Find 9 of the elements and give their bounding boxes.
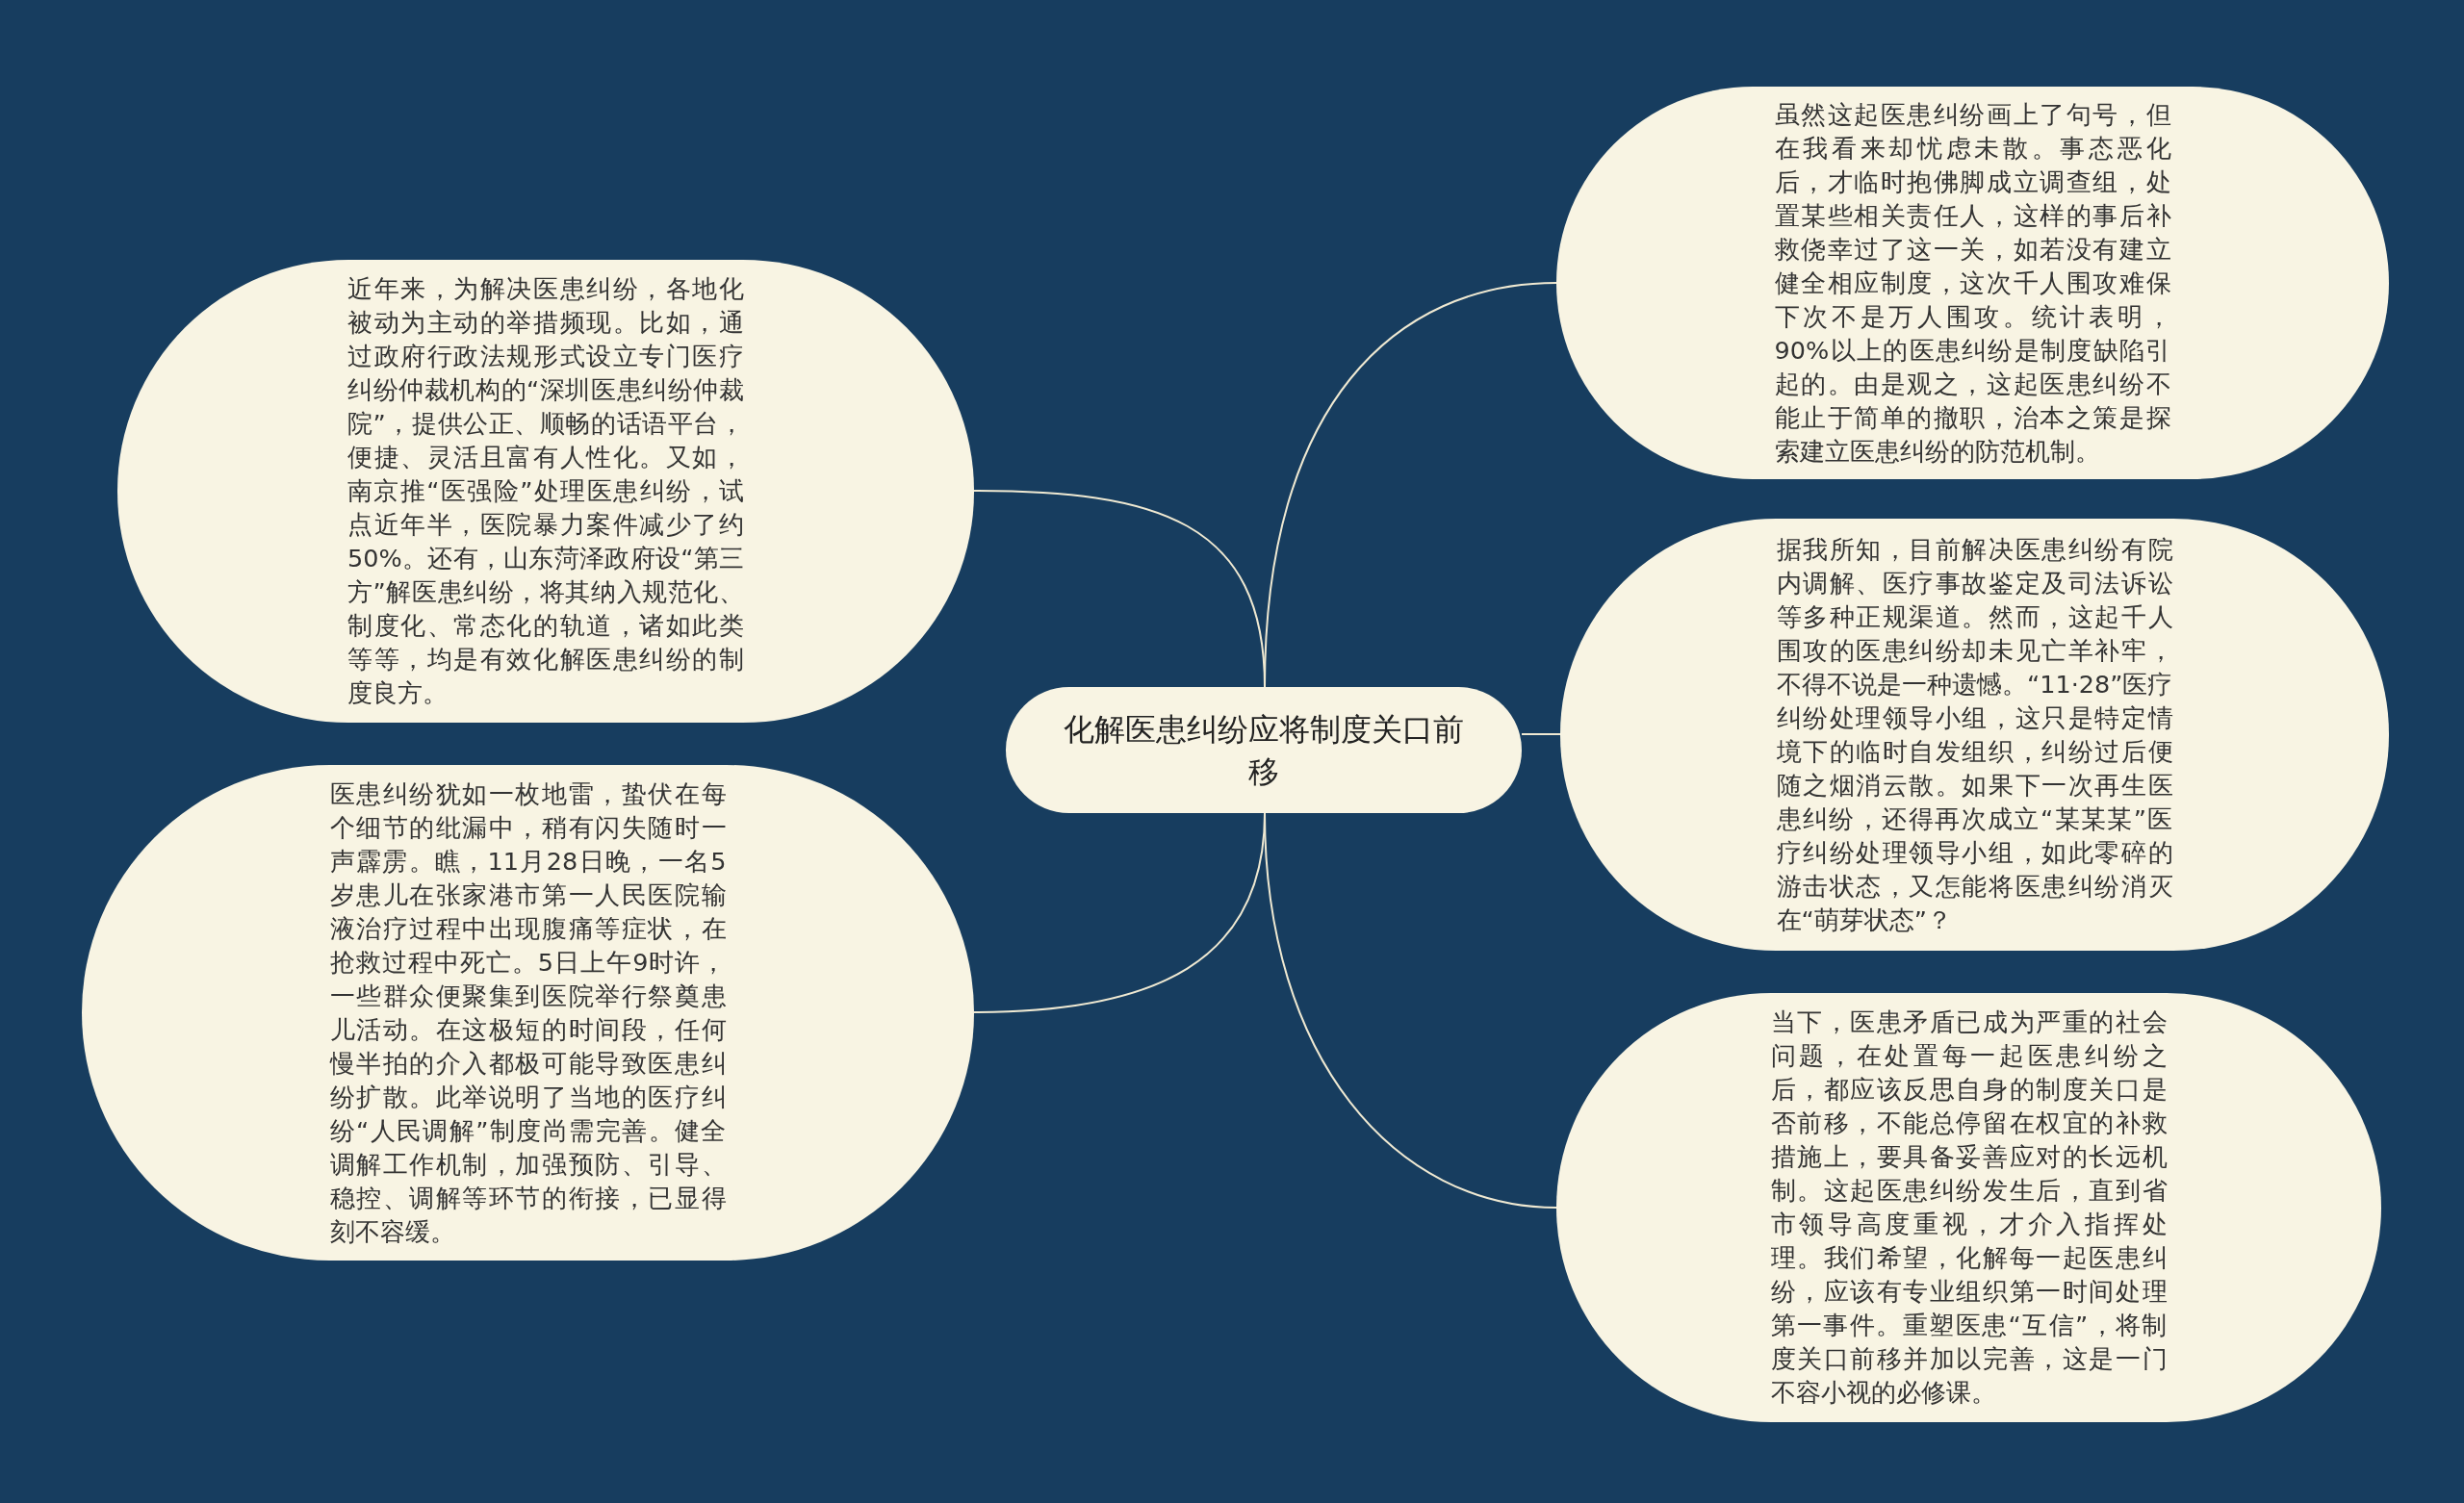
paragraph: 当下，医患矛盾已成为严重的社会问题，在处置每一起医患纠纷之后，都应该反思自身的制度关口是否前移，不能总停留在权宜的补救措施上，要具备妥善应对的长远机制。这起医患纠纷发生后，直到省市领导高度重视，才介入指挥处理。我们希望，化解每一起医患纠纷，应该有专业组织第一时间处理第一事件。重塑医患“互信”，将制度关口前移并加以完善，这是一门不容小视的必修课。: [1770, 1006, 2168, 1409]
connector-line: [1521, 733, 1561, 735]
paragraph: 医患纠纷犹如一枚地雷，蛰伏在每个细节的纰漏中，稍有闪失随时一声霹雳。瞧，11月28日晚，一名5岁患儿在张家港市第一人民医院输液治疗过程中出现腹痛等症状，在抢救过程中死亡。5日上午9时许，一些群众便聚集到医院举行祭奠患儿活动。在这极短的时间段，任何慢半拍的介入都极可能导致医患纠纷扩散。此举说明了当地的医疗纠纷“人民调解”制度尚需完善。健全调解工作机制，加强预防、引导、稳控、调解等环节的衔接，已显得刻不容缓。: [329, 777, 727, 1248]
paragraph: 虽然这起医患纠纷画上了句号，但在我看来却忧虑未散。事态恶化后，才临时抱佛脚成立调查组，处置某些相关责任人，这样的事后补救侥幸过了这一关，如若没有建立健全相应制度，这次千人围攻难保下次不是万人围攻。统计表明，90%以上的医患纠纷是制度缺陷引起的。由是观之，这起医患纠纷不能止于简单的撤职，治本之策是探索建立医患纠纷的防范机制。: [1774, 98, 2171, 468]
topic-title: 化解医患纠纷应将制度关口前移: [1063, 709, 1465, 792]
paragraph: 据我所知，目前解决医患纠纷有院内调解、医疗事故鉴定及司法诉讼等多种正规渠道。然而，这起千人围攻的医患纠纷却未见亡羊补牢，不得不说是一种遗憾。“11·28”医疗纠纷处理领导小组，这只是特定情境下的临时自发组织，纠纷过后便随之烟消云散。如果下一次再生医患纠纷，还得再次成立“某某某”医疗纠纷处理领导小组，如此零碎的游击状态，又怎能将医患纠纷消灭在“萌芽状态”？: [1776, 533, 2173, 936]
connector-line: [1264, 812, 1557, 1209]
connector-line: [1264, 282, 1557, 688]
paragraph: 近年来，为解决医患纠纷，各地化被动为主动的举措频现。比如，通过政府行政法规形式设立专门医疗纠纷仲裁机构的“深圳医患纠纷仲裁院”，提供公正、顺畅的话语平台，便捷、灵活且富有人性化。又如，南京推“医强险”处理医患纠纷，试点近年半，医院暴力案件减少了约50%。还有，山东菏泽政府设“第三方”解医患纠纷，将其纳入规范化、制度化、常态化的轨道，诸如此类等等，均是有效化解医患纠纷的制度良方。: [347, 273, 744, 709]
